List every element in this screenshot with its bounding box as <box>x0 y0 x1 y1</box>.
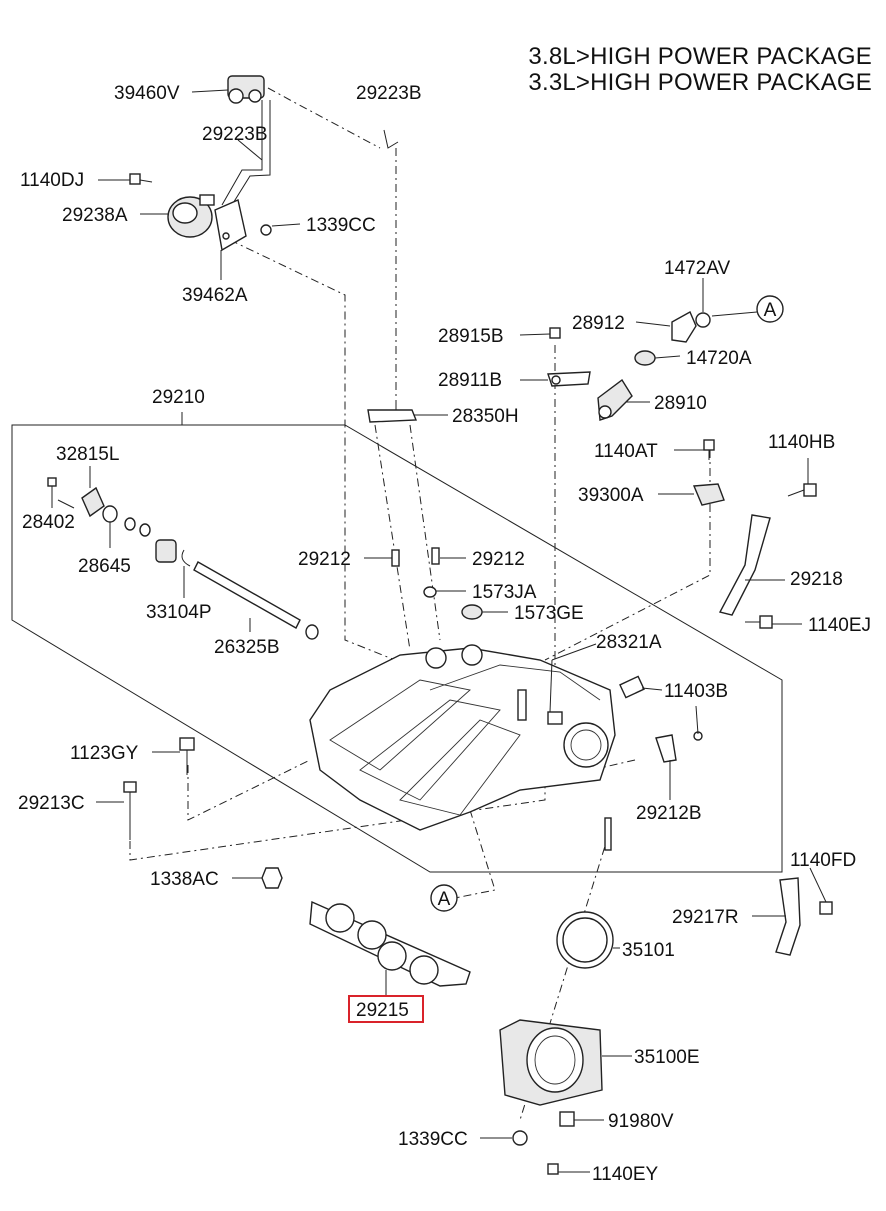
bolt-1123GY <box>179 737 195 775</box>
label-1573JA: 1573JA <box>472 582 537 603</box>
bolt-1140DJ <box>129 173 153 185</box>
gasket-35101 <box>556 911 614 969</box>
washer-28645 <box>102 505 118 523</box>
callout-a-bottom-text: A <box>438 889 451 910</box>
label-28645: 28645 <box>78 556 131 577</box>
bracket-39462A <box>214 199 247 252</box>
label-28915B: 28915B <box>438 326 504 347</box>
label-1123GY: 1123GY <box>70 743 139 764</box>
label-35100E: 35100E <box>634 1047 700 1068</box>
gasket-29215 <box>309 900 471 987</box>
bracket-29217R <box>775 877 833 956</box>
connector-28350H <box>367 400 418 423</box>
stud-throttle <box>604 817 612 851</box>
leader-lines <box>51 89 827 1173</box>
label-1472AV: 1472AV <box>664 258 731 279</box>
cap-1573GE <box>461 604 483 620</box>
sensor-91980V <box>559 1111 575 1127</box>
label-28350H: 28350H <box>452 406 519 427</box>
label-1339CC: 1339CC <box>398 1129 468 1150</box>
sensor-29212B <box>655 731 703 763</box>
label-1338AC: 1338AC <box>150 869 219 890</box>
label-1573GE: 1573GE <box>514 603 584 624</box>
label-29212-right: 29212 <box>472 549 525 570</box>
label-1140EY: 1140EY <box>592 1164 659 1185</box>
nut-1339CC-top <box>260 224 272 236</box>
label-29213C: 29213C <box>18 793 85 814</box>
label-26325B: 26325B <box>214 637 280 658</box>
label-29218: 29218 <box>790 569 843 590</box>
bracket-32815L <box>81 486 105 518</box>
label-11403B: 11403B <box>664 681 728 702</box>
bolt-29213C <box>123 781 137 840</box>
part-labels: 39460V 29223B 29223B 1140DJ 29238A 1339C… <box>18 83 871 1185</box>
label-91980V: 91980V <box>608 1111 674 1132</box>
bracket-29218 <box>718 514 771 616</box>
bolt-1140AT <box>703 439 715 460</box>
highlight-box-29215 <box>348 995 424 1023</box>
label-29223B: 29223B <box>202 124 268 145</box>
plug-1573JA <box>423 586 437 598</box>
actuator-rod-33104P <box>193 561 301 629</box>
header-line-1: 3.8L>HIGH POWER PACKAGE <box>528 43 872 70</box>
bolt-1140EY <box>547 1163 559 1175</box>
pcv-hose-28912 <box>671 311 697 343</box>
bushings <box>124 517 191 567</box>
label-29212-left: 29212 <box>298 549 351 570</box>
clamp-14720A <box>634 350 656 366</box>
intake-manifold-29210 <box>309 644 616 831</box>
bolt-1140HB <box>787 483 817 497</box>
sensor-28910 <box>597 378 633 421</box>
sensor-28321A <box>619 675 645 699</box>
assembly-outline <box>11 412 783 873</box>
nut-1339CC <box>512 1130 528 1146</box>
label-32815L: 32815L <box>56 444 119 465</box>
callout-a-top-text: A <box>764 300 777 321</box>
label-28402: 28402 <box>22 512 75 533</box>
callout-a-top: A <box>711 295 784 323</box>
label-28910: 28910 <box>654 393 707 414</box>
label-28321A: 28321A <box>596 632 662 653</box>
label-1140DJ: 1140DJ <box>20 170 84 191</box>
vacuum-hose-29223B <box>221 100 399 209</box>
label-1140AT: 1140AT <box>594 441 658 462</box>
vacuum-solenoid-39460V <box>227 75 265 104</box>
bolt-1140EJ <box>745 615 773 629</box>
label-39462A: 39462A <box>182 285 248 306</box>
label-29217R: 29217R <box>672 907 739 928</box>
label-28912: 28912 <box>572 313 625 334</box>
label-29210: 29210 <box>152 387 205 408</box>
label-35101: 35101 <box>622 940 675 961</box>
bracket-28911B <box>547 371 591 387</box>
nut-1338AC <box>261 867 283 889</box>
label-1140HB: 1140HB <box>768 432 835 453</box>
clamp-1472AV <box>695 312 711 328</box>
label-1339CC-top: 1339CC <box>306 215 376 236</box>
label-28911B: 28911B <box>438 370 502 391</box>
callout-a-bottom: A <box>430 884 458 912</box>
label-1140FD: 1140FD <box>790 850 856 871</box>
throttle-body-35100E <box>499 1019 603 1106</box>
studs-29212 <box>391 547 440 567</box>
actuator-29238A <box>167 194 215 238</box>
header-line-2: 3.3L>HIGH POWER PACKAGE <box>528 69 872 96</box>
label-29223B-top: 29223B <box>356 83 422 104</box>
label-29215: 29215 <box>356 1000 409 1021</box>
label-39460V: 39460V <box>114 83 180 104</box>
package-header: 3.8L>HIGH POWER PACKAGE 3.3L>HIGH POWER … <box>528 44 872 96</box>
bolt-28915B <box>549 327 561 339</box>
label-29238A: 29238A <box>62 205 128 226</box>
label-39300A: 39300A <box>578 485 644 506</box>
label-33104P: 33104P <box>146 602 212 623</box>
label-14720A: 14720A <box>686 348 752 369</box>
sensor-39300A <box>692 483 725 506</box>
label-1140EJ: 1140EJ <box>808 615 871 636</box>
label-29212B: 29212B <box>636 803 702 824</box>
shaft-26325B <box>305 624 319 640</box>
